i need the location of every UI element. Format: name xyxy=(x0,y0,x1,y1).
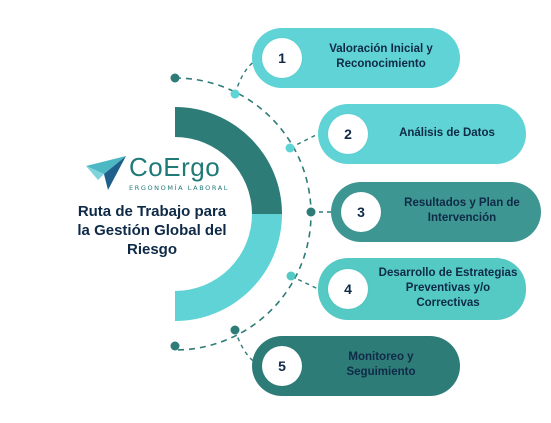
connector-4 xyxy=(290,275,319,290)
step-1-pill: 1 Valoración Inicial y Reconocimiento xyxy=(252,28,460,88)
arc-dot-bottom xyxy=(170,341,180,351)
half-ring-top xyxy=(175,107,282,214)
step-2-label: Análisis de Datos xyxy=(399,127,495,139)
arc-dot-1 xyxy=(230,89,240,99)
step-5-pill: 5 Monitoreo y Seguimiento xyxy=(252,336,460,396)
step-1-number: 1 xyxy=(262,38,302,78)
step-4-label: Desarrollo de Estrategias Preventivas y/… xyxy=(378,267,518,309)
half-ring-bottom xyxy=(175,214,282,321)
step-4-number: 4 xyxy=(328,269,368,309)
title-line-2: la Gestión Global del xyxy=(77,222,227,239)
arc-dot-2 xyxy=(285,143,295,153)
logo-wordmark: CoErgo xyxy=(129,152,221,182)
diagram-title: Ruta de Trabajo para la Gestión Global d… xyxy=(52,202,252,259)
step-3-number: 3 xyxy=(341,192,381,232)
arc-dot-3 xyxy=(306,207,316,217)
arc-dot-4 xyxy=(286,271,296,281)
step-1-label: Valoración Inicial y Reconocimiento xyxy=(329,43,433,70)
step-3-label: Resultados y Plan de Intervención xyxy=(404,197,520,224)
logo-tagline: ERGONOMÍA LABORAL xyxy=(129,184,229,192)
paper-plane-icon xyxy=(86,156,126,190)
step-2-number: 2 xyxy=(328,114,368,154)
title-line-3: Riesgo xyxy=(126,241,177,258)
coergo-logo: CoErgo ERGONOMÍA LABORAL xyxy=(84,146,227,196)
step-5-number: 5 xyxy=(262,346,302,386)
step-2-pill: 2 Análisis de Datos xyxy=(318,104,526,164)
connector-2 xyxy=(289,133,319,149)
title-line-1: Ruta de Trabajo para xyxy=(77,203,227,220)
step-4-pill: 4 Desarrollo de Estrategias Preventivas … xyxy=(318,258,526,320)
arc-dot-top xyxy=(170,73,180,83)
arc-dot-5 xyxy=(230,325,240,335)
step-5-label: Monitoreo y Seguimiento xyxy=(346,351,416,378)
step-3-pill: 3 Resultados y Plan de Intervención xyxy=(331,182,541,242)
